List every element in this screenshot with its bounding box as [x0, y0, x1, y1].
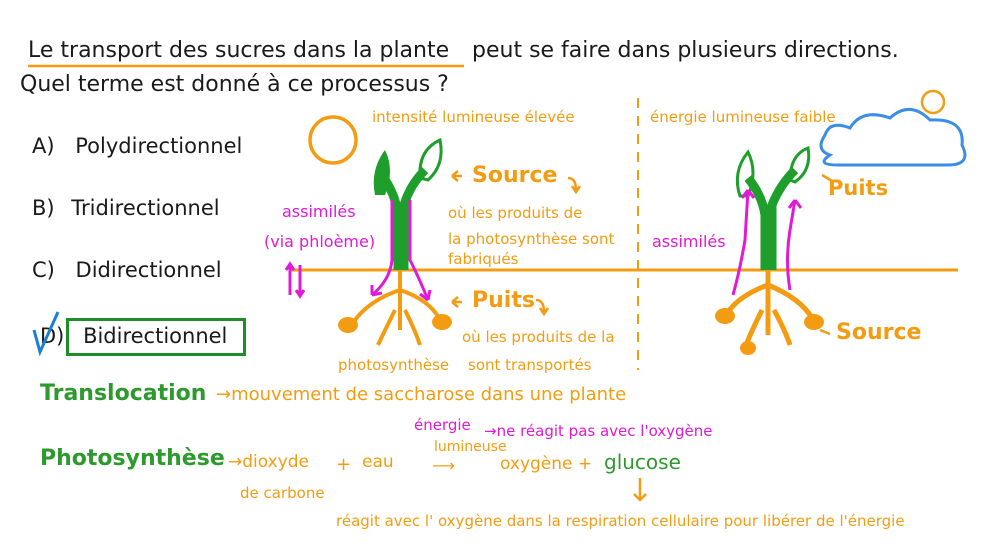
- tuber-icon: [338, 317, 358, 333]
- left-assimiles: assimilés: [282, 202, 356, 221]
- tuber-icon: [804, 314, 824, 330]
- tuber-icon: [432, 314, 452, 330]
- right-assimiles: assimilés: [652, 232, 726, 251]
- eq-arrow: ⟶: [432, 456, 455, 475]
- option-c-text: Didirectionnel: [75, 258, 222, 282]
- small-sun-icon: [920, 89, 946, 115]
- assimilate-arrows-right: [731, 189, 803, 296]
- option-c-letter: C): [32, 258, 55, 282]
- tuber-icon: [715, 308, 735, 324]
- left-puits-label: Puits: [472, 288, 535, 313]
- option-b-letter: B): [32, 196, 55, 220]
- right-puits-label: Puits: [828, 176, 889, 200]
- photosynthese-term: Photosynthèse: [40, 446, 225, 471]
- option-b-text: Tridirectionnel: [71, 196, 220, 220]
- left-puits-desc-1: où les produits de la: [462, 328, 615, 346]
- translocation-def: →mouvement de saccharose dans une plante: [216, 384, 627, 405]
- leaf-icon: [788, 145, 811, 184]
- tuber-icon: [740, 341, 756, 355]
- eq-glucose: glucose: [604, 450, 681, 474]
- translocation-term: Translocation: [40, 381, 207, 406]
- eq-eau: eau: [362, 452, 394, 472]
- right-plant: [715, 145, 824, 355]
- eq-plus: +: [336, 454, 352, 475]
- right-light-label: énergie lumineuse faible: [650, 108, 836, 126]
- cloud-icon: [819, 108, 967, 167]
- question-line2: Quel terme est donné à ce processus ?: [20, 72, 449, 97]
- respiration-note: réagit avec l' oxygène dans la respirati…: [336, 512, 905, 530]
- left-plant: [338, 137, 452, 346]
- question-line1-a: Le transport des sucres dans la plante: [28, 38, 450, 63]
- leaf-icon: [373, 150, 390, 195]
- left-source-label: Source: [472, 163, 558, 188]
- left-puits-desc-2: photosynthèse: [338, 356, 450, 374]
- question-line1-b: peut se faire dans plusieurs directions.: [472, 38, 899, 63]
- assimilate-arrows-left: [284, 200, 432, 302]
- check-icon: [32, 311, 60, 357]
- eq-carbone: de carbone: [240, 484, 325, 502]
- right-source-label: Source: [836, 320, 922, 345]
- eq-lumineuse: lumineuse: [434, 439, 507, 455]
- sun-icon: [308, 115, 358, 165]
- option-c[interactable]: C) Didirectionnel: [32, 260, 222, 281]
- energy-note-2: →ne réagit pas avec l'oxygène: [484, 422, 713, 440]
- option-a-text: Polydirectionnel: [75, 134, 243, 158]
- leaf-icon: [418, 137, 443, 182]
- left-source-desc-1: où les produits de: [448, 204, 583, 222]
- option-a[interactable]: A) Polydirectionnel: [32, 136, 242, 157]
- option-a-letter: A): [32, 134, 55, 158]
- energy-note-1: énergie: [414, 416, 471, 434]
- left-via-phloeme: (via phloème): [264, 232, 376, 251]
- correct-answer-box: [66, 318, 246, 356]
- left-source-desc-3: fabriqués: [448, 250, 519, 268]
- option-b[interactable]: B) Tridirectionnel: [32, 198, 220, 219]
- left-source-desc-2: la photosynthèse sont: [448, 230, 615, 248]
- leaf-icon: [735, 149, 755, 198]
- option-d-text: Bidirectionnel: [83, 324, 228, 348]
- left-light-label: intensité lumineuse élevée: [372, 108, 575, 126]
- eq-dioxyde: →dioxyde: [228, 452, 310, 472]
- eq-products: oxygène +: [500, 454, 593, 474]
- left-puits-desc-3: sont transportés: [468, 356, 592, 374]
